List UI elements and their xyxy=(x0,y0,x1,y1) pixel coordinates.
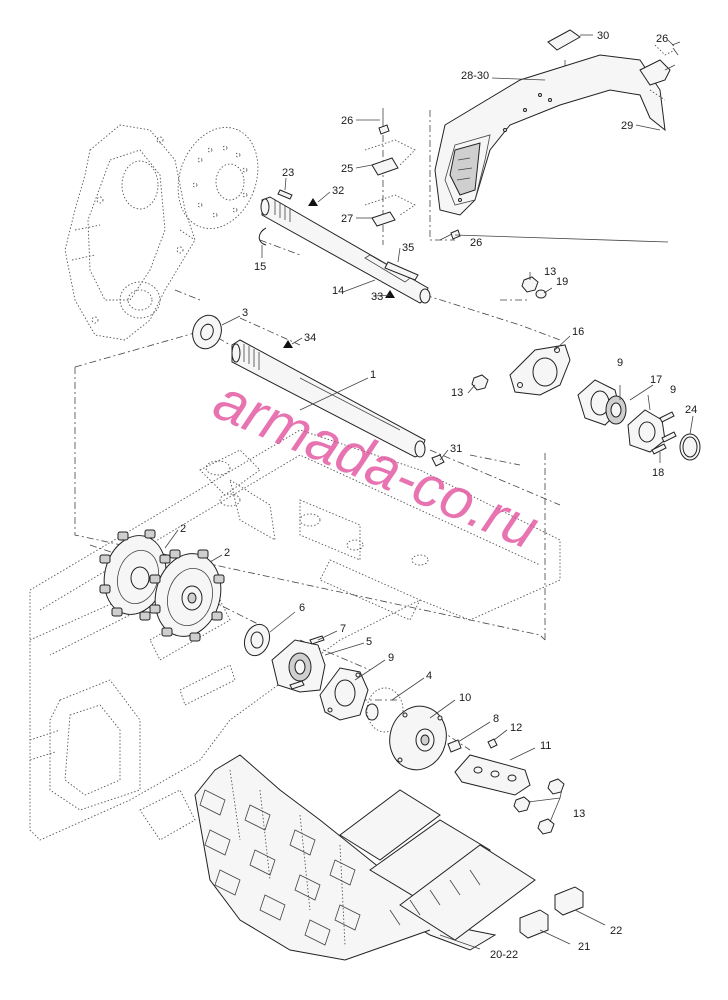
label-27: 27 xyxy=(341,213,353,225)
bearing-housing-right xyxy=(509,344,701,461)
label-1: 1 xyxy=(370,369,376,381)
label-8: 8 xyxy=(493,713,499,725)
mounting-studs xyxy=(364,47,679,241)
small-parts-upper xyxy=(258,189,395,348)
track-clips xyxy=(519,886,584,939)
label-28-30: 28-30 xyxy=(461,70,489,82)
drive-sprocket-1 xyxy=(99,529,171,621)
label-29: 29 xyxy=(621,120,633,132)
label-7: 7 xyxy=(340,623,346,635)
label-13a: 13 xyxy=(544,266,556,278)
label-16: 16 xyxy=(572,326,584,338)
label-3: 3 xyxy=(242,307,248,319)
washer-3 xyxy=(192,314,222,350)
label-12: 12 xyxy=(510,722,522,734)
construction-lines xyxy=(74,60,566,751)
nuts-upper-right xyxy=(471,276,547,391)
label-15: 15 xyxy=(254,261,266,273)
part-labels: 1 2 2 3 4 5 6 7 8 9 9 9 10 11 12 13 13 1… xyxy=(180,30,697,961)
label-4: 4 xyxy=(426,670,432,682)
label-25: 25 xyxy=(341,163,353,175)
label-32: 32 xyxy=(332,185,344,197)
label-9a: 9 xyxy=(388,652,394,664)
gearcase-housing xyxy=(64,124,196,341)
label-9b: 9 xyxy=(617,357,623,369)
watermark-text: armada-co.ru xyxy=(205,367,548,562)
label-26c: 26 xyxy=(656,33,668,45)
label-35: 35 xyxy=(402,242,414,254)
label-2b: 2 xyxy=(224,547,230,559)
label-10: 10 xyxy=(459,692,471,704)
label-22: 22 xyxy=(610,925,622,937)
bolt-31 xyxy=(431,454,445,467)
label-18: 18 xyxy=(652,467,664,479)
lower-drive-shaft xyxy=(231,339,426,458)
leader-lines xyxy=(164,34,694,950)
label-23: 23 xyxy=(282,167,294,179)
label-24: 24 xyxy=(685,404,697,416)
label-26b: 26 xyxy=(470,237,482,249)
label-13b: 13 xyxy=(451,387,463,399)
label-13c: 13 xyxy=(573,808,585,820)
label-6: 6 xyxy=(299,602,305,614)
brake-disc xyxy=(177,126,259,230)
label-34: 34 xyxy=(304,332,316,344)
label-19: 19 xyxy=(556,276,568,288)
label-11: 11 xyxy=(540,740,551,752)
label-17: 17 xyxy=(650,374,662,386)
label-21: 21 xyxy=(578,941,590,953)
label-20-22: 20-22 xyxy=(490,949,518,961)
track-assembly xyxy=(194,754,536,961)
label-30: 30 xyxy=(597,30,609,42)
chaincase-cover xyxy=(434,29,681,216)
label-9c: 9 xyxy=(670,384,676,396)
label-33: 33 xyxy=(371,291,383,303)
label-5: 5 xyxy=(366,636,372,648)
bearing-housing-left xyxy=(243,623,565,835)
label-14: 14 xyxy=(332,285,344,297)
drive-sprocket-2 xyxy=(149,549,225,642)
label-31: 31 xyxy=(450,443,462,455)
label-2a: 2 xyxy=(180,523,186,535)
label-26a: 26 xyxy=(341,115,353,127)
upper-drive-shaft xyxy=(260,196,431,304)
